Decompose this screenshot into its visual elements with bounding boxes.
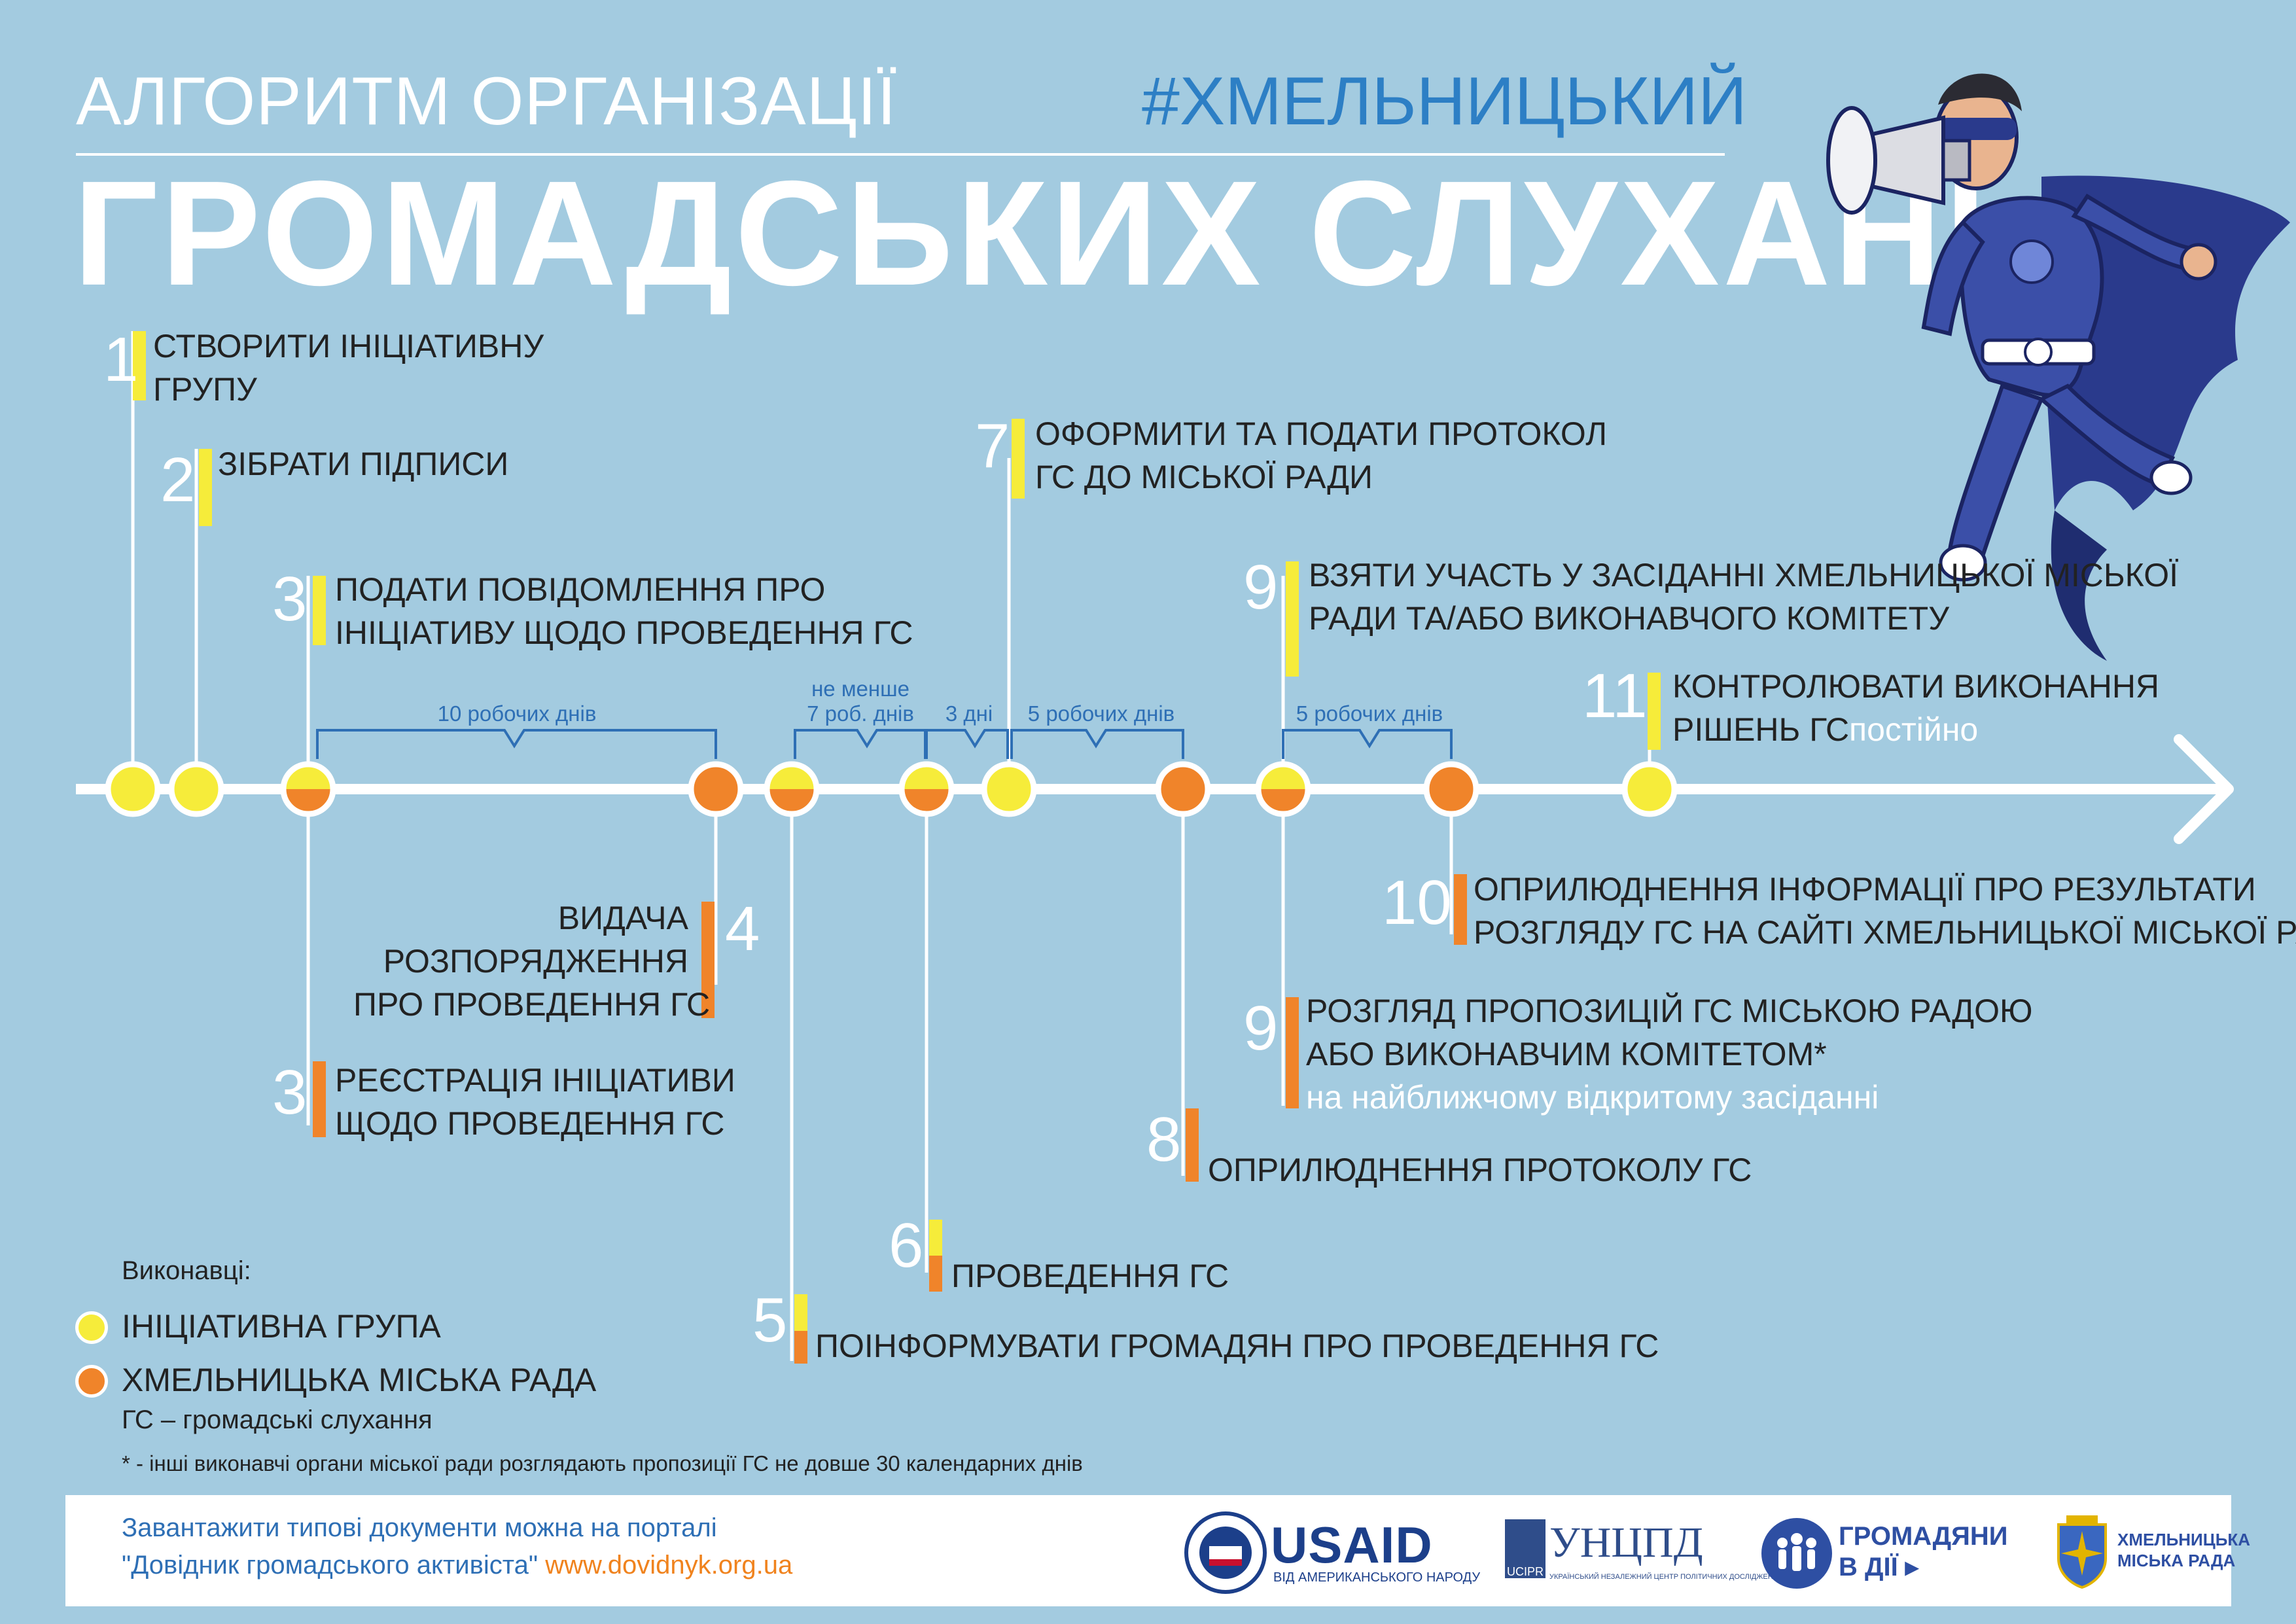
step-text: ВИДАЧА РОЗПОРЯДЖЕННЯ ПРО ПРОВЕДЕННЯ ГС (353, 900, 711, 1023)
step-extra-note: на найближчому відкритому засіданні (1306, 1079, 1879, 1116)
step-number: 1 (103, 325, 139, 395)
step-number: 2 (160, 445, 196, 515)
node-3 (280, 761, 336, 817)
interval-label: не менше 7 роб. днів (807, 677, 914, 726)
step-text: ПОІНФОРМУВАТИ ГРОМАДЯН ПРО ПРОВЕДЕННЯ ГС (815, 1328, 1659, 1364)
step-number: 10 (1382, 868, 1452, 938)
gromadiany-logo: ГРОМАДЯНИ (1839, 1522, 2008, 1551)
legend-dot-initiative-group (75, 1311, 108, 1344)
step-text: ПОДАТИ ПОВІДОМЛЕННЯ ПРО ІНІЦІАТИВУ ЩОДО … (335, 571, 913, 651)
uncpd-tagline: УКРАЇНСЬКИЙ НЕЗАЛЕЖНИЙ ЦЕНТР ПОЛІТИЧНИХ … (1549, 1573, 1778, 1581)
usaid-seal-icon (1184, 1511, 1267, 1594)
node-8 (1155, 761, 1211, 817)
node-7 (981, 761, 1037, 817)
legend-item: ХМЕЛЬНИЦЬКА МІСЬКА РАДА (122, 1362, 597, 1398)
step-text: ПРОВЕДЕННЯ ГС (951, 1258, 1229, 1294)
step-text: ОФОРМИТИ ТА ПОДАТИ ПРОТОКОЛ ГС ДО МІСЬКО… (1035, 415, 1608, 495)
footer-bar (65, 1495, 2231, 1606)
timeline-arrowhead (2174, 734, 2234, 844)
node-6 (898, 761, 955, 817)
step-number: 9 (1243, 993, 1279, 1063)
node-11 (1621, 761, 1678, 817)
node-5 (764, 761, 820, 817)
khmelnytskyi-council-logo: ХМЕЛЬНИЦЬКА (2117, 1530, 2251, 1549)
step-text: КОНТРОЛЮВАТИ ВИКОНАННЯ РІШЕНЬ ГС (1672, 668, 2160, 748)
step-text: ВЗЯТИ УЧАСТЬ У ЗАСІДАННІ ХМЕЛЬНИЦЬКОЇ МІ… (1309, 557, 2179, 637)
footer-portal: "Довідник громадського активіста" www.do… (122, 1551, 792, 1580)
step-text: СТВОРИТИ ІНІЦІАТИВНУ ГРУПУ (153, 328, 544, 408)
header-divider (76, 153, 1725, 156)
step-accent-bars (133, 331, 1661, 1364)
usaid-tagline: ВІД АМЕРИКАНСЬКОГО НАРОДУ (1273, 1570, 1481, 1585)
step-number: 3 (272, 564, 308, 634)
legend-dot-city-council (75, 1365, 108, 1398)
interval-label: 5 робочих днів (1296, 701, 1443, 726)
interval-brackets (316, 729, 1453, 759)
step-text: РОЗГЛЯД ПРОПОЗИЦІЙ ГС МІСЬКОЮ РАДОЮ АБО … (1306, 993, 2033, 1072)
step-number: 3 (272, 1057, 308, 1127)
uncpd-logo: УНЦПД (1549, 1519, 1703, 1566)
step-number: 11 (1582, 661, 1648, 731)
step-number: 8 (1146, 1104, 1182, 1174)
step-number: 6 (889, 1210, 924, 1280)
step-text: ОПРИЛЮДНЕННЯ ПРОТОКОЛУ ГС (1208, 1152, 1752, 1188)
step-text: РЕЄСТРАЦІЯ ІНІЦІАТИВИ ЩОДО ПРОВЕДЕННЯ ГС (335, 1062, 735, 1142)
legend-item: ІНІЦІАТИВНА ГРУПА (122, 1308, 441, 1345)
page-subtitle: АЛГОРИТМ ОРГАНІЗАЦІЇ (76, 63, 897, 139)
interval-label: 3 дні (945, 701, 993, 726)
uncpd-logo-mark (1505, 1519, 1545, 1578)
usaid-logo: USAID (1271, 1516, 1433, 1574)
footer-text: Завантажити типові документи можна на по… (122, 1513, 717, 1542)
footnote: * - інші виконавчі органи міської ради р… (122, 1451, 1083, 1475)
step-text: ЗІБРАТИ ПІДПИСИ (218, 446, 509, 482)
page-title: ГРОМАДСЬКИХ СЛУХАНЬ (73, 150, 2056, 317)
legend-heading: Виконавці: (122, 1256, 251, 1285)
gromadiany-logo-line2: В ДІЇ ▸ (1839, 1553, 1918, 1581)
step-number: 9 (1243, 552, 1279, 622)
timeline-nodes (105, 761, 1678, 817)
abbreviation-definition: ГС – громадські слухання (122, 1405, 433, 1434)
step-number: 7 (975, 411, 1010, 481)
interval-label: 5 робочих днів (1027, 701, 1175, 726)
khmelnytskyi-coat-of-arms-icon (2057, 1515, 2107, 1589)
portal-link[interactable]: www.dovidnyk.org.ua (545, 1551, 793, 1580)
uncpd-short: UCIPR (1506, 1565, 1544, 1578)
step-extra-note: постійно (1849, 711, 1979, 748)
node-10 (1423, 761, 1479, 817)
node-9 (1255, 761, 1311, 817)
portal-name: "Довідник громадського активіста" (122, 1551, 539, 1580)
node-4 (688, 761, 744, 817)
node-2 (168, 761, 224, 817)
khmelnytskyi-council-logo-line2: МІСЬКА РАДА (2117, 1551, 2236, 1570)
node-1 (105, 761, 161, 817)
connector-lines (131, 331, 1651, 1361)
interval-label: 10 робочих днів (437, 701, 597, 726)
superhero-illustration (1826, 73, 2290, 661)
gromadiany-logo-icon (1761, 1518, 1832, 1589)
step-number: 5 (752, 1285, 788, 1355)
hashtag: #ХМЕЛЬНИЦЬКИЙ (1142, 63, 1747, 139)
step-number: 4 (725, 894, 760, 964)
step-text: ОПРИЛЮДНЕННЯ ІНФОРМАЦІЇ ПРО РЕЗУЛЬТАТИ Р… (1474, 871, 2296, 951)
